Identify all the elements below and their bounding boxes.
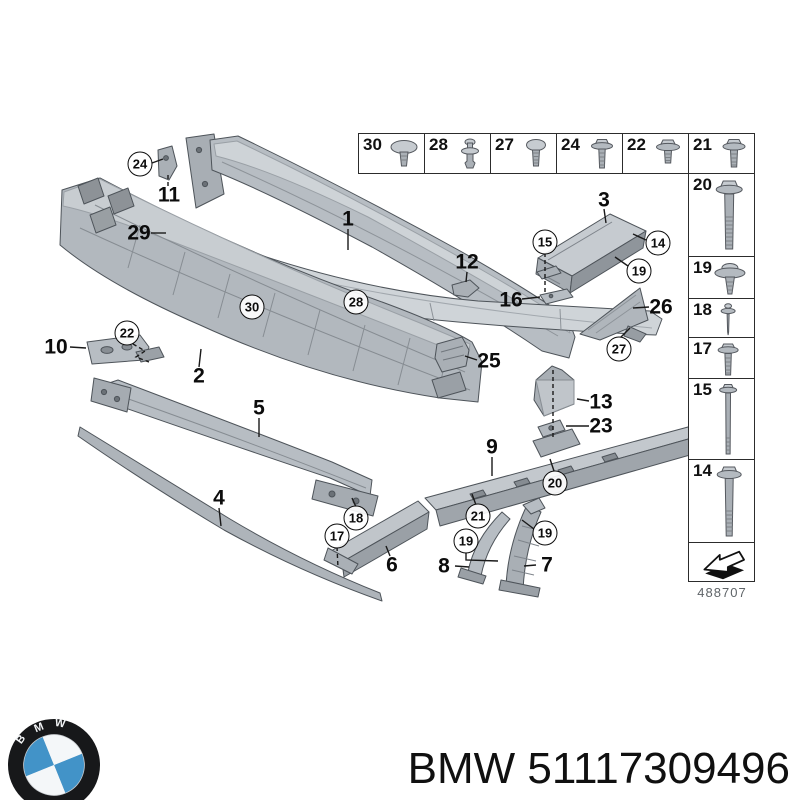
part-3-mount-bracket bbox=[535, 213, 647, 294]
fastener-cell-18: 18 bbox=[688, 298, 755, 338]
extra-long-bolt-icon bbox=[718, 384, 737, 455]
fastener-number: 28 bbox=[429, 135, 448, 154]
callout-16: 16 bbox=[499, 288, 523, 312]
fastener-number: 24 bbox=[561, 135, 580, 154]
fastener-number: 14 bbox=[693, 461, 712, 480]
fastener-cell-15: 15 bbox=[688, 378, 755, 460]
part-11-bracket bbox=[157, 145, 178, 181]
callout-18: 18 bbox=[343, 505, 369, 531]
callout-25: 25 bbox=[477, 349, 501, 373]
callout-19: 19 bbox=[532, 520, 558, 546]
fastener-number: 17 bbox=[693, 339, 712, 358]
part-25-clip bbox=[434, 336, 470, 373]
callout-27: 27 bbox=[606, 336, 632, 362]
pin-rivet-icon bbox=[720, 303, 736, 336]
expanding-rivet-icon bbox=[461, 138, 479, 169]
callout-17: 17 bbox=[324, 523, 350, 549]
part-7-support bbox=[498, 497, 546, 598]
long-hex-bolt-icon bbox=[715, 180, 743, 250]
fastener-number: 21 bbox=[693, 135, 712, 154]
direction-arrow-cell bbox=[688, 542, 755, 582]
callout-19: 19 bbox=[453, 528, 479, 554]
part-12-clip bbox=[451, 279, 480, 298]
callout-2: 2 bbox=[193, 364, 205, 388]
logo-letter-m: M bbox=[33, 721, 46, 736]
fastener-number: 22 bbox=[627, 135, 646, 154]
fastener-cell-30: 30 bbox=[358, 133, 425, 174]
callout-21: 21 bbox=[465, 503, 491, 529]
fastener-number: 19 bbox=[693, 258, 712, 277]
callout-19: 19 bbox=[626, 258, 652, 284]
fastener-number: 30 bbox=[363, 135, 382, 154]
washer-screw-icon bbox=[713, 263, 745, 295]
part-6-rail bbox=[323, 500, 430, 578]
callout-29: 29 bbox=[127, 221, 151, 245]
callout-14: 14 bbox=[645, 230, 671, 256]
fastener-cell-24: 24 bbox=[556, 133, 623, 174]
fastener-cell-21: 21 bbox=[688, 133, 755, 174]
fastener-cell-14: 14 bbox=[688, 459, 755, 543]
hex-flange-bolt-icon bbox=[717, 343, 739, 376]
part-26-support-bracket bbox=[579, 287, 649, 343]
callout-7: 7 bbox=[541, 553, 553, 577]
callout-23: 23 bbox=[589, 414, 613, 438]
callout-8: 8 bbox=[438, 554, 450, 578]
callout-5: 5 bbox=[253, 396, 265, 420]
callout-20: 20 bbox=[542, 470, 568, 496]
callout-10: 10 bbox=[44, 335, 68, 359]
drawing-number: 488707 bbox=[697, 585, 747, 600]
fastener-cell-28: 28 bbox=[424, 133, 491, 174]
leader-lines bbox=[69, 158, 650, 569]
long-bolt-icon bbox=[716, 466, 742, 537]
callout-3: 3 bbox=[598, 188, 610, 212]
push-rivet-icon bbox=[390, 140, 418, 167]
callout-11: 11 bbox=[157, 183, 181, 207]
part-5-rail bbox=[90, 377, 379, 517]
pan-head-screw-icon bbox=[526, 139, 546, 167]
fastener-number: 27 bbox=[495, 135, 514, 154]
fastener-number: 15 bbox=[693, 380, 712, 399]
fastener-cell-20: 20 bbox=[688, 173, 755, 257]
fastener-number: 18 bbox=[693, 300, 712, 319]
callout-12: 12 bbox=[455, 250, 479, 274]
callout-4: 4 bbox=[213, 486, 225, 510]
callout-15: 15 bbox=[532, 229, 558, 255]
part-13-bracket bbox=[533, 365, 575, 417]
callout-22: 22 bbox=[114, 320, 140, 346]
callout-26: 26 bbox=[649, 295, 673, 319]
callout-13: 13 bbox=[589, 390, 613, 414]
part-number-text: BMW 51117309496 bbox=[407, 744, 790, 793]
fastener-number: 20 bbox=[693, 175, 712, 194]
bmw-roundel-logo: B M W bbox=[8, 717, 100, 800]
callout-28: 28 bbox=[343, 289, 369, 315]
callout-9: 9 bbox=[486, 435, 498, 459]
hex-bolt-icon bbox=[591, 139, 613, 169]
fastener-cell-27: 27 bbox=[490, 133, 557, 174]
fastener-cell-22: 22 bbox=[622, 133, 689, 174]
hex-flange-bolt-icon bbox=[656, 139, 680, 164]
part-2-absorber-beam bbox=[59, 177, 483, 403]
direction-arrow-icon bbox=[703, 550, 745, 580]
part-16-plate bbox=[536, 265, 574, 305]
part-4-trim-strip bbox=[77, 426, 383, 602]
callout-24: 24 bbox=[127, 151, 153, 177]
fastener-cell-17: 17 bbox=[688, 337, 755, 379]
fastener-cell-19: 19 bbox=[688, 256, 755, 299]
callout-1: 1 bbox=[342, 207, 354, 231]
hex-flange-bolt-icon bbox=[722, 139, 746, 168]
callout-6: 6 bbox=[386, 553, 398, 577]
logo-letter-w: W bbox=[54, 717, 67, 731]
callout-30: 30 bbox=[239, 294, 265, 320]
